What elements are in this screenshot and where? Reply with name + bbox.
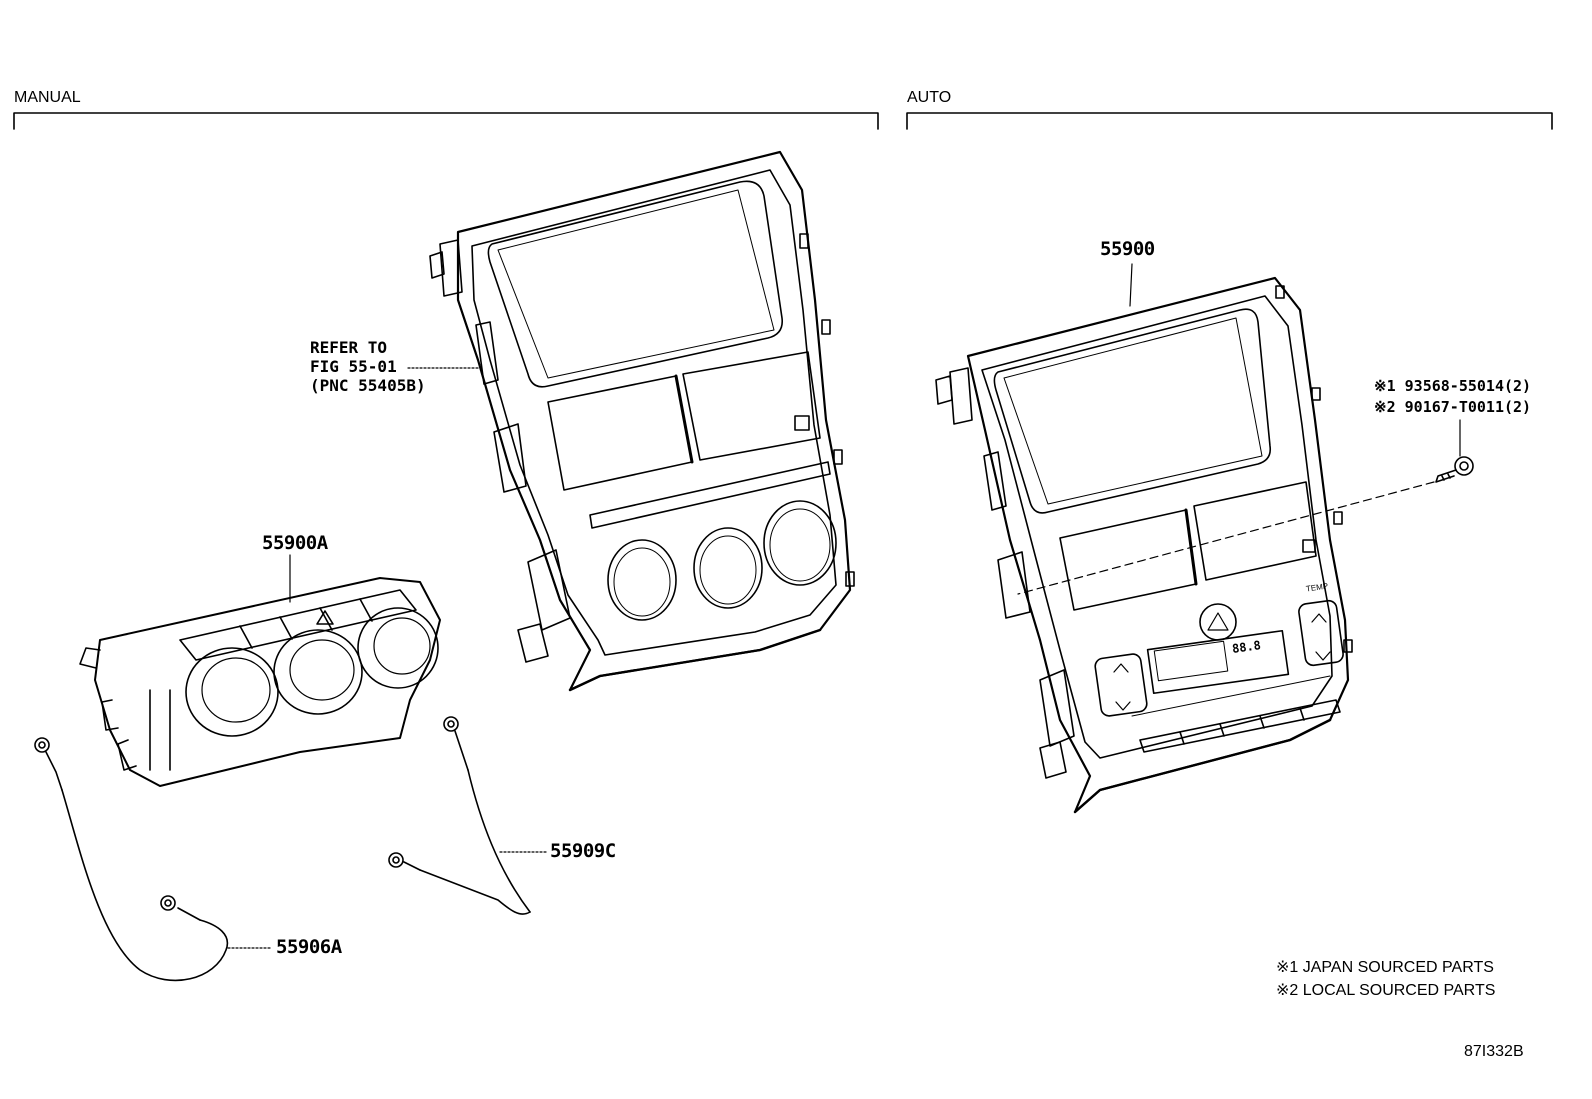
- refer-line-3: (PNC 55405B): [310, 376, 426, 395]
- screw-line-2: ※2 90167-T0011(2): [1374, 398, 1532, 416]
- auto-console-bezel: [936, 278, 1352, 812]
- auto-bracket: [907, 113, 1552, 129]
- refer-line-2: FIG 55-01: [310, 357, 397, 376]
- screw-line-1: ※1 93568-55014(2): [1374, 377, 1532, 395]
- screw-callout: ※1 93568-55014(2) ※2 90167-T0011(2): [1374, 376, 1531, 418]
- panel-display-readout: 88.8: [1231, 638, 1262, 656]
- auto-section-label: AUTO: [907, 89, 952, 106]
- cable-55906A: [35, 738, 227, 980]
- note-japan-sourced: ※1 JAPAN SOURCED PARTS: [1276, 959, 1494, 976]
- part-number-55909C: 55909C: [550, 840, 616, 862]
- manual-heater-control: [80, 578, 440, 786]
- refer-line-1: REFER TO: [310, 338, 388, 357]
- leader-lines-auto: [1018, 264, 1460, 594]
- part-number-55900A: 55900A: [262, 532, 328, 554]
- part-number-55906A: 55906A: [276, 936, 342, 958]
- manual-bracket: [14, 113, 878, 129]
- manual-section-label: MANUAL: [14, 89, 81, 106]
- refer-callout: REFER TO FIG 55-01 (PNC 55405B): [310, 338, 426, 395]
- note-local-sourced: ※2 LOCAL SOURCED PARTS: [1276, 982, 1496, 999]
- part-number-55900: 55900: [1100, 238, 1155, 260]
- manual-console-bezel: [430, 152, 854, 690]
- cable-55909C: [389, 717, 530, 914]
- screw: [1436, 457, 1473, 482]
- illustration-code: 87I332B: [1464, 1043, 1524, 1060]
- leader-lines-manual: [228, 368, 546, 948]
